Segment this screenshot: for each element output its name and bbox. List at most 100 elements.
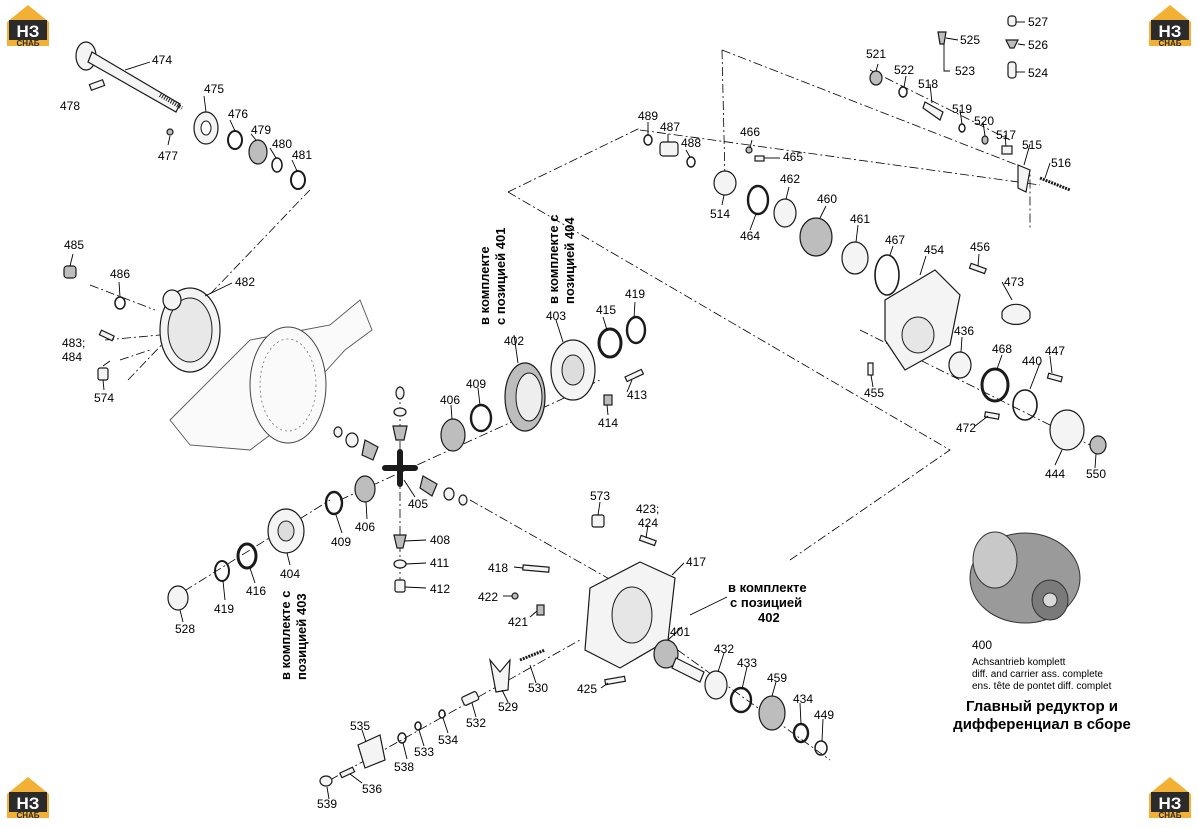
part-label-518: 518 [918, 77, 938, 91]
part-label-412: 412 [430, 582, 450, 596]
part-label-405: 405 [408, 497, 428, 511]
part-label-514: 514 [710, 207, 730, 221]
input-shaft-parts [643, 134, 1107, 455]
part-label-525: 525 [960, 33, 980, 47]
part-label-454: 454 [924, 243, 944, 257]
part-label-489: 489 [638, 109, 658, 123]
part-label-406-bottom: 406 [355, 520, 375, 534]
part-label-462: 462 [780, 172, 800, 186]
part-label-402: 402 [504, 334, 524, 348]
part-label-478: 478 [60, 99, 80, 113]
part-label-482: 482 [235, 275, 255, 289]
part-label-516: 516 [1051, 156, 1071, 170]
part-label-515: 515 [1022, 138, 1042, 152]
part-label-444: 444 [1045, 467, 1065, 481]
hub-parts-475-481 [88, 79, 306, 190]
part-label-523: 523 [955, 64, 975, 78]
part-labels: 474 478 475 476 479 480 481 477 485 486 … [60, 15, 1106, 811]
part-label-456: 456 [970, 240, 990, 254]
part-label-419-top: 419 [625, 287, 645, 301]
part-label-449: 449 [814, 708, 834, 722]
axle-shaft-474 [75, 41, 184, 113]
part-label-480: 480 [272, 137, 292, 151]
logo-bottom-left: НЗ СНАБ [7, 777, 49, 820]
part-label-529: 529 [498, 700, 518, 714]
part-label-487: 487 [660, 120, 680, 134]
part-label-423: 423; [636, 502, 659, 516]
part-label-465: 465 [783, 150, 803, 164]
kit-note-402-line1: в комплекте [728, 580, 807, 595]
assembly-caption-fr: ens. tête de pontet diff. complet [972, 681, 1112, 692]
part-label-468: 468 [992, 342, 1012, 356]
part-label-528: 528 [175, 622, 195, 636]
part-label-520: 520 [974, 114, 994, 128]
part-label-409-bottom: 409 [331, 535, 351, 549]
part-label-532: 532 [466, 716, 486, 730]
part-label-522: 522 [894, 63, 914, 77]
assembly-caption: 400 Achsantrieb komplett diff. and carri… [953, 638, 1131, 733]
part-label-574: 574 [94, 391, 114, 405]
kit-note-404-line2: позицией 404 [562, 217, 577, 304]
part-label-403: 403 [546, 309, 566, 323]
part-label-417: 417 [686, 555, 706, 569]
assembly-caption-ru-line1: Главный редуктор и [966, 698, 1118, 715]
part-label-409-top: 409 [466, 377, 486, 391]
part-label-527: 527 [1028, 15, 1048, 29]
logo-text: НЗ [1159, 22, 1182, 41]
part-label-461: 461 [850, 212, 870, 226]
part-label-411: 411 [430, 556, 449, 570]
part-label-530: 530 [528, 681, 548, 695]
axle-housing [169, 299, 373, 451]
part-label-486: 486 [110, 267, 130, 281]
part-label-538: 538 [394, 760, 414, 774]
part-label-416: 416 [246, 584, 266, 598]
logo-top-left: НЗ СНАБ [7, 5, 49, 48]
part-label-455: 455 [864, 386, 884, 400]
kit-note-403-line1: в комплекте с [278, 591, 293, 680]
part-label-447: 447 [1045, 344, 1065, 358]
part-label-459: 459 [767, 671, 787, 685]
kit-note-404: в комплекте с позицией 404 [546, 215, 577, 304]
kit-note-401-line2: с позицией 401 [493, 228, 508, 325]
part-label-401: 401 [670, 625, 690, 639]
part-label-479: 479 [251, 123, 271, 137]
logo-bottom-right: НЗ СНАБ [1149, 777, 1191, 820]
part-label-477: 477 [158, 149, 178, 163]
part-label-526: 526 [1028, 38, 1048, 52]
part-label-524: 524 [1028, 66, 1048, 80]
shift-parts [869, 15, 1071, 193]
kit-note-403-line2: позицией 403 [294, 593, 309, 680]
part-label-436: 436 [954, 324, 974, 338]
part-label-414: 414 [598, 416, 618, 430]
part-label-408: 408 [430, 533, 450, 547]
assembly-photo [969, 531, 1081, 624]
logo-sub: СНАБ [16, 39, 39, 48]
planetary-carrier-482 [63, 265, 221, 381]
part-label-440: 440 [1022, 354, 1042, 368]
assembly-caption-ru-line2: дифференциал в сборе [953, 716, 1131, 733]
part-label-460: 460 [817, 192, 837, 206]
logo-top-right: НЗ СНАБ [1149, 5, 1191, 48]
part-label-539: 539 [317, 797, 337, 811]
logo-text: НЗ [17, 22, 40, 41]
part-label-476: 476 [228, 107, 248, 121]
part-label-433: 433 [737, 656, 757, 670]
part-label-467: 467 [885, 233, 905, 247]
part-label-573: 573 [590, 489, 610, 503]
assembly-caption-de: Achsantrieb komplett [972, 657, 1066, 668]
kit-note-404-line1: в комплекте с [546, 215, 561, 304]
part-label-483: 483; [62, 336, 85, 350]
part-label-419-bottom: 419 [214, 602, 234, 616]
part-label-425: 425 [577, 682, 597, 696]
part-label-466: 466 [740, 125, 760, 139]
part-label-475: 475 [204, 82, 224, 96]
kit-note-403: в комплекте с позицией 403 [278, 591, 309, 680]
differential-parts [167, 315, 647, 611]
part-label-488: 488 [681, 136, 701, 150]
logo-sub: СНАБ [16, 811, 39, 820]
part-label-517: 517 [996, 128, 1016, 142]
part-label-422: 422 [478, 590, 498, 604]
part-label-434: 434 [793, 692, 813, 706]
